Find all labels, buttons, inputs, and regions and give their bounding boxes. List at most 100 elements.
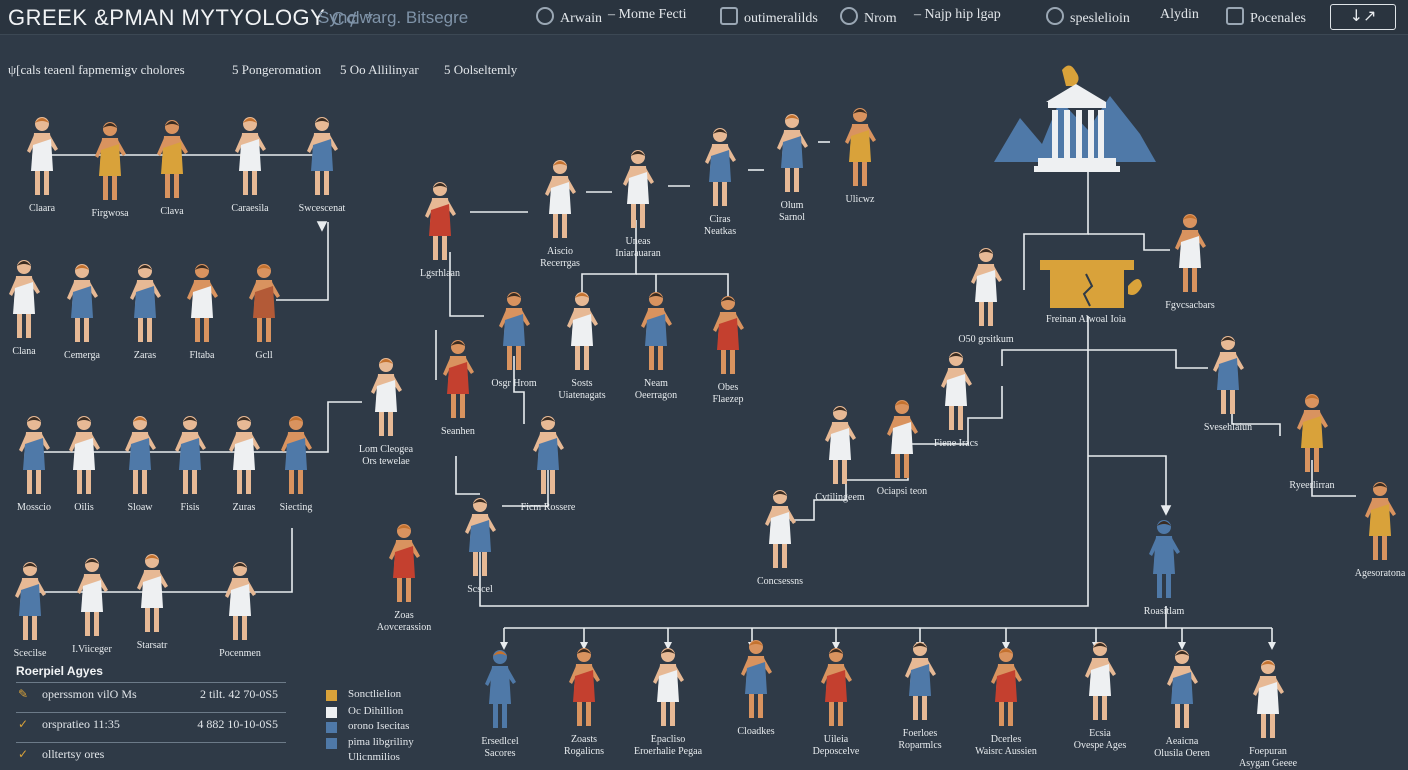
nav-item-arwain[interactable]: Arwain — [536, 7, 602, 27]
subnav-item-1[interactable]: ψ[cals teaenl fapmemigv cholores — [8, 62, 185, 77]
figure-r3f-icon[interactable] — [278, 414, 314, 496]
download-expand-icon[interactable]: ↓↗ — [1330, 4, 1396, 30]
figure-r3e-icon[interactable] — [226, 414, 262, 496]
legend-swatch — [326, 722, 337, 733]
figure-c12-icon[interactable] — [440, 338, 476, 420]
figure-b4-icon[interactable] — [738, 638, 774, 720]
figure-t1-icon[interactable] — [968, 246, 1004, 328]
figure-r3c-icon[interactable] — [122, 414, 158, 496]
figure-b2-icon[interactable] — [566, 646, 602, 728]
figure-r1d-icon[interactable] — [232, 115, 268, 197]
figure-r1c-icon[interactable] — [154, 118, 190, 200]
connector-line — [1088, 349, 1208, 369]
arrow-icon — [580, 642, 588, 650]
figure-label: Oilis — [74, 502, 94, 513]
figure-t8-icon[interactable] — [1294, 392, 1330, 474]
figure-b3-icon[interactable] — [650, 646, 686, 728]
figure-label: Sloaw — [127, 502, 153, 513]
figure-r2a-icon[interactable] — [6, 258, 42, 340]
figure-b10-icon[interactable] — [1250, 658, 1286, 740]
app-subtitle: Synclwarg. Bitsegre — [318, 8, 469, 27]
figure-t4-icon[interactable] — [822, 404, 858, 486]
figure-c5-icon[interactable] — [774, 112, 810, 194]
subnav-item-4[interactable]: 5 Oolseltemly — [444, 62, 518, 77]
figure-r1b-icon[interactable] — [92, 120, 128, 202]
figure-r4b-icon[interactable] — [74, 556, 110, 638]
connector-line — [636, 273, 729, 296]
app-title: GREEK &PMAN MYTYOLOGY C⊄ * — [8, 5, 374, 30]
connector-line — [455, 456, 480, 495]
figure-r2b-icon[interactable] — [64, 262, 100, 344]
figure-c13-icon[interactable] — [530, 414, 566, 496]
figure-t7-icon[interactable] — [1210, 334, 1246, 416]
figure-r2e-icon[interactable] — [246, 262, 282, 344]
figure-label: Claara — [28, 203, 56, 214]
figure-c15-icon[interactable] — [462, 496, 498, 578]
figure-b8-icon[interactable] — [1082, 640, 1118, 722]
figure-c2-icon[interactable] — [542, 158, 578, 240]
legend-row[interactable]: ✓ orspratieo 11:35 4 882 10-10-0S5 — [16, 712, 286, 735]
figure-r2d-icon[interactable] — [184, 262, 220, 344]
figure-label: Concsessns — [756, 576, 804, 587]
connector-line — [504, 606, 1167, 629]
figure-r3b-icon[interactable] — [66, 414, 102, 496]
arrow-icon — [1002, 642, 1010, 650]
pencil-icon: ✎ — [18, 687, 29, 701]
figure-c1-icon[interactable] — [422, 180, 458, 262]
figure-t6-icon[interactable] — [762, 488, 798, 570]
figure-t5-icon[interactable] — [884, 398, 920, 480]
nav-item-najp[interactable]: – Najp hip lgap — [914, 7, 1001, 22]
nav-item-mome[interactable]: – Mome Fecti — [608, 7, 687, 22]
figure-c11-icon[interactable] — [368, 356, 404, 438]
figure-c7-icon[interactable] — [496, 290, 532, 372]
legend-swatch — [326, 690, 337, 701]
figure-r4a-icon[interactable] — [12, 560, 48, 642]
figure-c3-icon[interactable] — [620, 148, 656, 230]
subnav-item-3[interactable]: 5 Oo Allilinyar — [340, 62, 419, 77]
figure-b1-icon[interactable] — [482, 648, 518, 730]
nav-item-outimeralilds[interactable]: outimeralilds — [720, 7, 818, 27]
legend-row[interactable]: ✓ olltertsy ores — [16, 742, 286, 765]
nav-item-nrom[interactable]: Nrom — [840, 7, 897, 27]
figure-label: Osgr Hrom — [491, 378, 537, 389]
figure-r1e-icon[interactable] — [304, 115, 340, 197]
figure-t2-icon[interactable] — [1172, 212, 1208, 294]
figure-t9-icon[interactable] — [1362, 480, 1398, 562]
figure-label: Lgsrhlaan — [420, 268, 460, 279]
figure-label: Fgvcsacbars — [1165, 300, 1215, 311]
figure-r1a-icon[interactable] — [24, 115, 60, 197]
figure-r3a-icon[interactable] — [16, 414, 52, 496]
figure-t3-icon[interactable] — [938, 350, 974, 432]
figure-b9-icon[interactable] — [1164, 648, 1200, 730]
figure-c9-icon[interactable] — [638, 290, 674, 372]
arrow-icon — [316, 221, 328, 232]
legend-row[interactable]: ✎ operssmon vilO Ms 2 tilt. 42 70-0S5 — [16, 682, 286, 705]
figure-b6-icon[interactable] — [902, 640, 938, 722]
figure-label: Agesoratona — [1354, 568, 1406, 579]
figure-r4c-icon[interactable] — [134, 552, 170, 634]
figure-r2c-icon[interactable] — [127, 262, 163, 344]
figure-r3d-icon[interactable] — [172, 414, 208, 496]
figure-c4-icon[interactable] — [702, 126, 738, 208]
arrow-icon — [664, 642, 672, 650]
subnav-item-2[interactable]: 5 Pongeromation — [232, 62, 322, 77]
figure-c6-icon[interactable] — [842, 106, 878, 188]
figure-b7-icon[interactable] — [988, 646, 1024, 728]
figure-c10-icon[interactable] — [710, 294, 746, 376]
connector-line — [1001, 316, 1089, 366]
figure-b5-icon[interactable] — [818, 646, 854, 728]
figure-c14-icon[interactable] — [386, 522, 422, 604]
figure-t10-icon[interactable] — [1146, 518, 1182, 600]
figure-label: Mosscio — [17, 502, 51, 513]
nav-item-pocenales[interactable]: Pocenales — [1226, 7, 1306, 27]
legend-swatch — [326, 707, 337, 718]
nav-item-speslelioin[interactable]: speslelioin — [1046, 7, 1130, 27]
check-icon: ✓ — [18, 747, 29, 761]
nav-item-alydin[interactable]: Alydin — [1160, 7, 1199, 22]
figure-r4d-icon[interactable] — [222, 560, 258, 642]
figure-c8-icon[interactable] — [564, 290, 600, 372]
